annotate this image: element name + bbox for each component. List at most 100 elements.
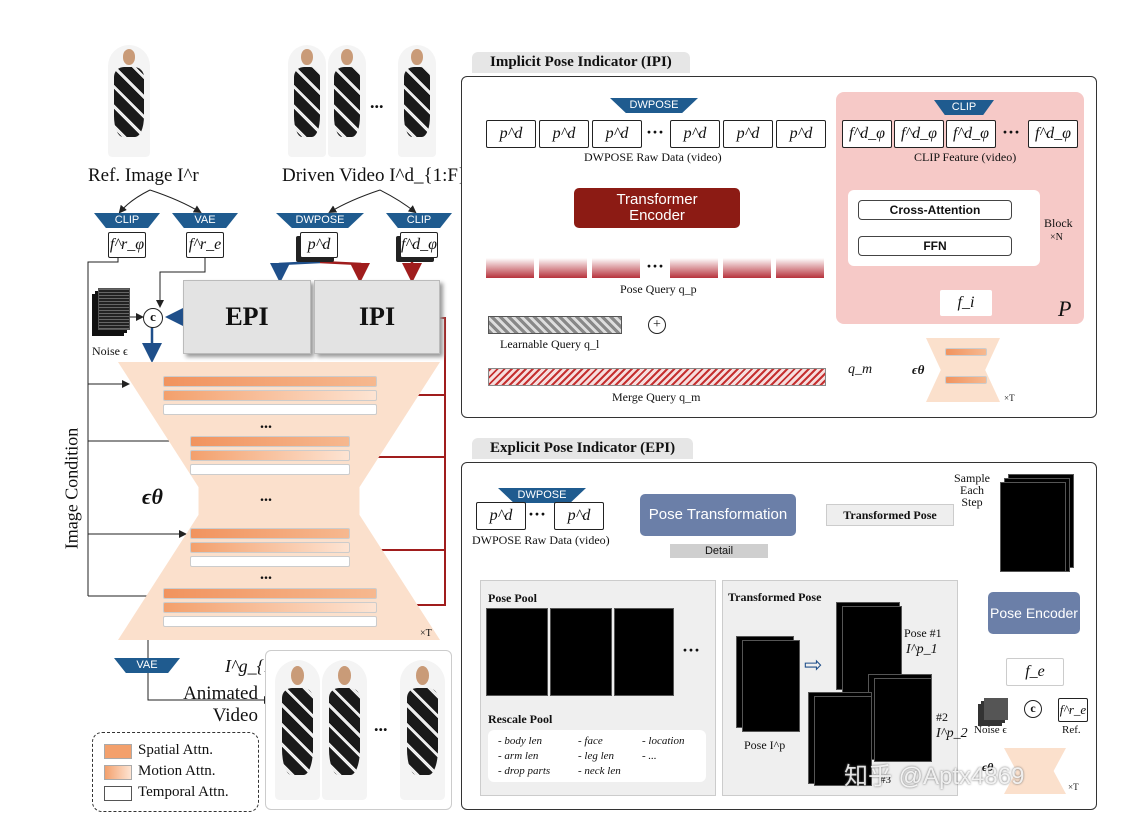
- ipi-raw-label: DWPOSE Raw Data (video): [584, 150, 722, 164]
- epi-times-t: ×T: [1068, 782, 1079, 792]
- i1-label: I^p_1: [906, 642, 938, 657]
- epi-concat: c: [1024, 700, 1042, 718]
- clip-tag-left-2: CLIP: [386, 213, 452, 228]
- pose1-label: Pose #1: [904, 626, 942, 640]
- driven-frame-2: [328, 45, 366, 157]
- rescale-item: - leg len: [578, 750, 615, 762]
- unet-spatial-3: [190, 528, 350, 539]
- pose-pool-title: Pose Pool: [488, 591, 537, 605]
- animated-video-label: Animated Video: [183, 683, 258, 726]
- epi-block[interactable]: EPI: [183, 280, 311, 354]
- times-t-left: ×T: [420, 628, 432, 639]
- cross-attention[interactable]: Cross-Attention: [858, 200, 1012, 220]
- clip-feature-label: CLIP Feature (video): [914, 150, 1017, 164]
- pose-query-dots: ···: [646, 256, 665, 276]
- epi-noise-image: [984, 698, 1008, 720]
- rescale-pool-list: - body len - face - location - arm len -…: [488, 730, 706, 782]
- unet-spatial-2: [190, 436, 350, 447]
- rescale-item: - location: [642, 735, 685, 747]
- ipi-pd-6: p^d: [776, 120, 826, 148]
- driven-frame-1: [288, 45, 326, 157]
- noise-label: Noise ϵ: [92, 344, 128, 358]
- transform-arrow: ⇨: [804, 652, 823, 677]
- noise-image: [98, 288, 130, 330]
- f-clip-ref: f^r_φ: [108, 232, 146, 258]
- rescale-item: - body len: [498, 735, 542, 747]
- legend-label-spatial: Spatial Attn.: [138, 742, 213, 758]
- epi-dwpose-tag: DWPOSE: [498, 488, 586, 503]
- ipi-pd-2: p^d: [592, 120, 642, 148]
- rescale-pool-title: Rescale Pool: [488, 712, 553, 726]
- ipi-eps-layer-2: [945, 376, 987, 384]
- ipi-f-0: f^d_φ: [842, 120, 892, 148]
- unet-temporal-2: [190, 464, 350, 475]
- legend-label-temporal: Temporal Attn.: [138, 784, 229, 800]
- driven-frame-3: [398, 45, 436, 157]
- pose2-number: #2: [936, 710, 948, 724]
- transformed-pose-title: Transformed Pose: [728, 590, 822, 604]
- unet-temporal-1: [163, 404, 377, 415]
- ref-image: [108, 45, 150, 157]
- unet-motion-2: [190, 450, 350, 461]
- rescale-item: - drop parts: [498, 765, 551, 777]
- detail-button[interactable]: Detail: [670, 544, 768, 558]
- sample-stack-front: [1000, 482, 1066, 572]
- sample-each-step: Sample Each Step: [954, 471, 990, 509]
- fi-box: f_i: [940, 290, 992, 316]
- pose-pool-img-2: [550, 608, 612, 696]
- unet-motion-3: [190, 542, 350, 553]
- epi-eps-label: ϵθ: [982, 760, 994, 774]
- clip-tag-left: CLIP: [94, 213, 160, 228]
- epi-title: Explicit Pose Indicator (EPI): [472, 438, 694, 459]
- vae-tag-left: VAE: [172, 213, 238, 228]
- ipi-times-t: ×T: [1004, 393, 1015, 403]
- rescale-item: - neck len: [578, 765, 621, 777]
- unet-motion-4: [163, 602, 377, 613]
- ipi-block[interactable]: IPI: [314, 280, 440, 354]
- ipi-pd-dots: ···: [646, 122, 665, 142]
- transformer-encoder[interactable]: Transformer Encoder: [574, 188, 740, 228]
- rescale-item: - arm len: [498, 750, 539, 762]
- block-label: Block: [1044, 216, 1073, 230]
- ipi-eps-layer-1: [945, 348, 987, 356]
- unet-motion-1: [163, 390, 377, 401]
- ffn[interactable]: FFN: [858, 236, 1012, 256]
- ipi-f-2: f^d_φ: [946, 120, 996, 148]
- image-condition-label: Image Condition: [61, 427, 82, 550]
- pose-ip-label: Pose I^p: [744, 738, 786, 752]
- pose-pool-img-1: [486, 608, 548, 696]
- rescale-item: - face: [578, 735, 603, 747]
- animated-frame-2: [322, 660, 367, 800]
- P-label: P: [1058, 296, 1072, 321]
- unet-dots-2: ...: [260, 488, 272, 505]
- pose-transformation[interactable]: Pose Transformation: [640, 494, 796, 536]
- pose3-front: [814, 696, 872, 786]
- ipi-f-4: f^d_φ: [1028, 120, 1078, 148]
- ref-label: Ref.: [1062, 724, 1081, 736]
- pose-pool-dots: ···: [682, 640, 701, 660]
- unet-spatial-4: [163, 588, 377, 599]
- eps-theta-left: ϵθ: [142, 484, 163, 509]
- pose-pool-img-3: [614, 608, 674, 696]
- times-n: ×N: [1050, 232, 1063, 243]
- pose-ip-front: [742, 640, 800, 732]
- driven-video-label: Driven Video I^d_{1:F}: [282, 165, 468, 186]
- unet-dots-1: ...: [260, 415, 272, 432]
- pose-query-tokens: [486, 258, 826, 278]
- fe-box: f_e: [1006, 658, 1064, 686]
- legend-swatch-temporal: [104, 786, 132, 801]
- ipi-pd-4: p^d: [670, 120, 720, 148]
- epi-pd-1: p^d: [476, 502, 526, 530]
- pose-query-label: Pose Query q_p: [620, 282, 697, 296]
- dwpose-tag-left: DWPOSE: [276, 213, 364, 228]
- concat-node: c: [143, 308, 163, 328]
- epi-pd-dots: ···: [528, 504, 547, 524]
- watermark: 知乎 @Aptx4869: [844, 763, 1025, 790]
- ipi-clip-tag: CLIP: [934, 100, 994, 115]
- legend-swatch-spatial: [104, 744, 132, 759]
- ipi-title: Implicit Pose Indicator (IPI): [472, 52, 690, 73]
- animated-dots: ...: [374, 715, 388, 735]
- pose-encoder[interactable]: Pose Encoder: [988, 592, 1080, 634]
- f-phi-d-box-left: f^d_φ: [400, 232, 438, 258]
- rescale-item: - ...: [642, 750, 657, 762]
